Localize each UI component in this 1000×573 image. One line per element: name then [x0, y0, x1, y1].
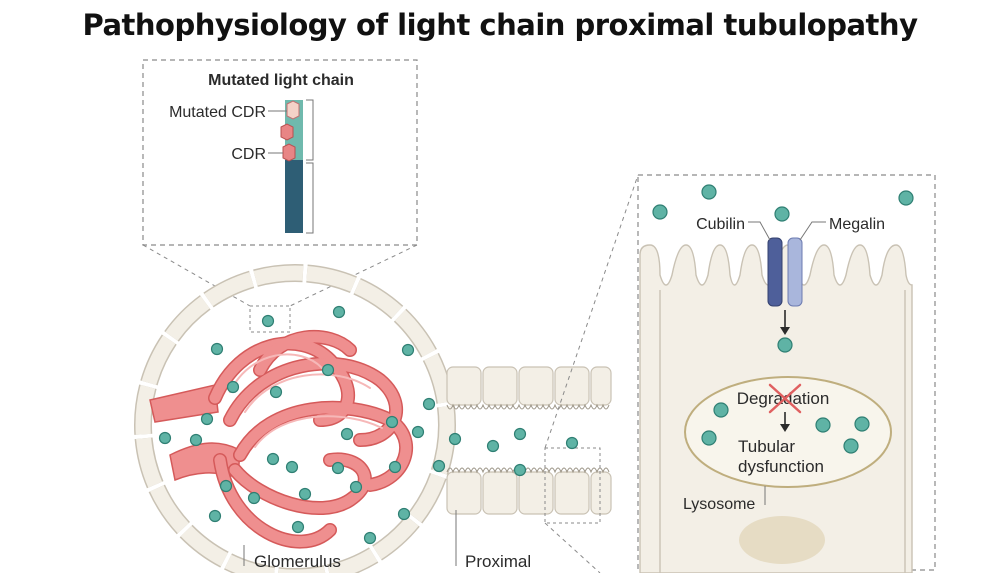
bowman-capsule: [134, 264, 456, 573]
afferent-arteriole: [149, 384, 219, 423]
inset-border: [142, 59, 418, 246]
dysfunction-label: dysfunction: [738, 457, 824, 476]
brush-border-top: [446, 403, 610, 410]
dysfunction-arrowhead: [780, 424, 790, 432]
capsule-outer-ring-fill: [135, 265, 455, 573]
degradation-cross: [768, 383, 802, 414]
proximal-tubule: [446, 366, 612, 524]
light-chain-inset: Mutated light chain Mutated CDR CDR: [142, 59, 418, 246]
zoom-line-cell-bottom: [544, 522, 601, 573]
glomerulus-label: Glomerulus: [254, 552, 341, 571]
cdr-hexagon-middle: [280, 123, 294, 141]
nucleus: [739, 516, 825, 564]
bracket-top: [306, 99, 314, 161]
bracket-bottom: [306, 162, 314, 234]
cubilin-receptor: [767, 237, 783, 307]
megalin-label: Megalin: [829, 216, 885, 233]
degradation-label: Degradation: [737, 389, 830, 408]
zoom-source-box-tubule: [544, 447, 601, 524]
zoom-source-box: [249, 305, 291, 333]
cubilin-label: Cubilin: [696, 216, 745, 233]
uptake-arrowhead: [780, 327, 790, 335]
light-chain-dark-segment: [285, 160, 303, 233]
zoom-line-cell-top: [544, 174, 639, 449]
cell-detail-panel: Cubilin Megalin Degradation Tubular dysf…: [637, 174, 936, 573]
light-chain-particles: [158, 184, 914, 545]
mutated-cdr-hexagon: [286, 100, 300, 120]
proximal-label: Proximal: [465, 552, 531, 571]
tubular-label: Tubular: [738, 437, 795, 456]
inset-heading: Mutated light chain: [208, 72, 354, 89]
slide-title: Pathophysiology of light chain proximal …: [82, 8, 918, 42]
megalin-leader: [799, 221, 826, 241]
brush-border-bottom: [446, 467, 610, 474]
capillary-tuft: [149, 329, 414, 549]
cubilin-leader: [748, 221, 771, 241]
cdr-hexagon-lower: [282, 143, 296, 162]
lysosome-label: Lysosome: [683, 496, 755, 513]
mutated-cdr-label: Mutated CDR: [169, 104, 266, 121]
lysosome: [684, 376, 892, 488]
cdr-label: CDR: [231, 146, 266, 163]
zoom-line-left: [142, 244, 251, 307]
megalin-receptor: [787, 237, 803, 307]
